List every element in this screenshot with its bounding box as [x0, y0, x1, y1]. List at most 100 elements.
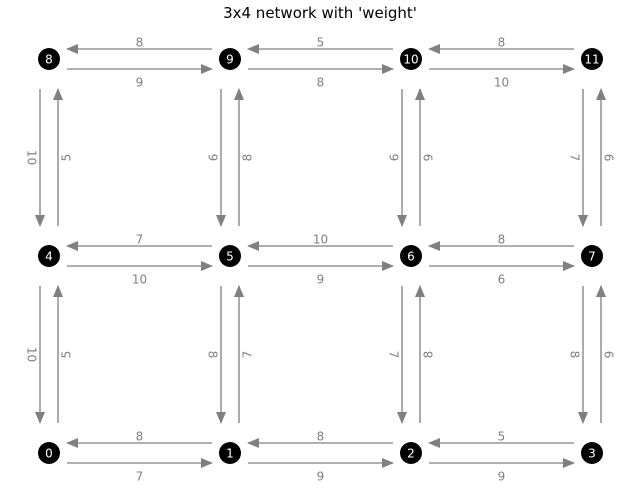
edge-10-to-11: 10 — [429, 64, 575, 90]
edge-weight-label: 8 — [241, 154, 255, 162]
node-11: 11 — [581, 48, 603, 70]
edge-5-to-4: 7 — [66, 233, 212, 251]
edge-1-to-2: 9 — [248, 458, 394, 484]
node-circle — [400, 48, 422, 70]
node-circle — [219, 48, 241, 70]
node-label: 11 — [584, 53, 599, 67]
node-label: 9 — [226, 53, 234, 67]
edge-4-to-0: 10 — [25, 286, 45, 424]
edge-7-to-6: 8 — [428, 233, 574, 251]
edge-weight-label: 10 — [494, 76, 509, 90]
edge-weight-label: 8 — [498, 36, 506, 50]
edge-6-to-10: 9 — [415, 88, 436, 226]
node-circle — [581, 245, 603, 267]
diagram-title: 3x4 network with 'weight' — [223, 4, 417, 22]
node-5: 5 — [219, 245, 241, 267]
edge-weight-label: 7 — [136, 233, 144, 247]
node-circle — [38, 442, 60, 464]
edge-weight-label: 5 — [317, 36, 325, 50]
edge-weight-label: 5 — [60, 351, 74, 359]
edge-4-to-8: 5 — [53, 88, 74, 226]
edge-weight-label: 8 — [136, 430, 144, 444]
edge-weight-label: 10 — [132, 273, 147, 287]
edge-11-to-10: 8 — [428, 36, 574, 54]
node-circle — [219, 245, 241, 267]
edge-1-to-0: 8 — [66, 430, 212, 448]
edge-5-to-1: 8 — [206, 286, 226, 424]
node-8: 8 — [38, 48, 60, 70]
edge-weight-label: 10 — [25, 347, 39, 362]
edge-6-to-5: 10 — [247, 233, 393, 251]
edge-weight-label: 9 — [206, 154, 220, 162]
edge-weight-label: 8 — [317, 430, 325, 444]
edge-weight-label: 8 — [206, 351, 220, 359]
edge-weight-label: 9 — [422, 154, 436, 162]
edge-10-to-9: 5 — [247, 36, 393, 54]
edge-11-to-7: 7 — [568, 89, 588, 227]
edge-8-to-9: 9 — [67, 64, 213, 90]
node-0: 0 — [38, 442, 60, 464]
node-1: 1 — [219, 442, 241, 464]
node-label: 0 — [45, 447, 53, 461]
edge-10-to-6: 9 — [387, 89, 407, 227]
node-label: 5 — [226, 250, 234, 264]
edge-weight-label: 8 — [422, 351, 436, 359]
edge-5-to-9: 8 — [234, 88, 255, 226]
edge-weight-label: 8 — [136, 36, 144, 50]
node-4: 4 — [38, 245, 60, 267]
edge-weight-label: 7 — [136, 470, 144, 484]
node-3: 3 — [581, 442, 603, 464]
edge-0-to-4: 5 — [53, 285, 74, 423]
node-circle — [219, 442, 241, 464]
node-label: 2 — [407, 447, 415, 461]
edge-weight-label: 9 — [317, 470, 325, 484]
node-7: 7 — [581, 245, 603, 267]
edge-1-to-5: 7 — [234, 285, 255, 423]
node-label: 7 — [588, 250, 596, 264]
node-circle — [400, 442, 422, 464]
nodes-layer: 0 1 2 3 4 5 6 7 8 9 10 11 — [38, 48, 603, 464]
edge-8-to-4: 10 — [25, 89, 45, 227]
node-label: 4 — [45, 250, 53, 264]
edge-weight-label: 8 — [568, 351, 582, 359]
edge-2-to-3: 9 — [429, 458, 575, 484]
edge-2-to-6: 8 — [415, 285, 436, 423]
edge-5-to-6: 9 — [248, 261, 394, 287]
edge-weight-label: 9 — [603, 351, 617, 359]
edge-weight-label: 9 — [387, 154, 401, 162]
node-10: 10 — [400, 48, 422, 70]
edge-7-to-11: 9 — [596, 88, 617, 226]
edge-weight-label: 9 — [136, 76, 144, 90]
node-label: 6 — [407, 250, 415, 264]
edge-6-to-2: 7 — [387, 286, 407, 424]
node-label: 3 — [588, 447, 596, 461]
edge-weight-label: 7 — [568, 154, 582, 162]
node-circle — [581, 442, 603, 464]
edge-9-to-8: 8 — [66, 36, 212, 54]
edge-3-to-7: 9 — [596, 285, 617, 423]
edge-3-to-2: 5 — [428, 430, 574, 448]
edge-weight-label: 7 — [387, 351, 401, 359]
node-label: 8 — [45, 53, 53, 67]
edge-weight-label: 10 — [25, 150, 39, 165]
edge-weight-label: 9 — [603, 154, 617, 162]
edge-weight-label: 9 — [317, 273, 325, 287]
edge-2-to-1: 8 — [247, 430, 393, 448]
edge-6-to-7: 6 — [429, 261, 575, 287]
edge-weight-label: 6 — [498, 273, 506, 287]
edge-weight-label: 8 — [317, 76, 325, 90]
node-circle — [581, 48, 603, 70]
edge-9-to-5: 9 — [206, 89, 226, 227]
node-label: 10 — [403, 53, 418, 67]
edge-weight-label: 5 — [498, 430, 506, 444]
edge-weight-label: 7 — [241, 351, 255, 359]
node-circle — [400, 245, 422, 267]
node-circle — [38, 48, 60, 70]
edge-weight-label: 8 — [498, 233, 506, 247]
node-label: 1 — [226, 447, 234, 461]
edge-weight-label: 9 — [498, 470, 506, 484]
node-6: 6 — [400, 245, 422, 267]
edge-4-to-5: 10 — [67, 261, 213, 287]
edge-7-to-3: 8 — [568, 286, 588, 424]
